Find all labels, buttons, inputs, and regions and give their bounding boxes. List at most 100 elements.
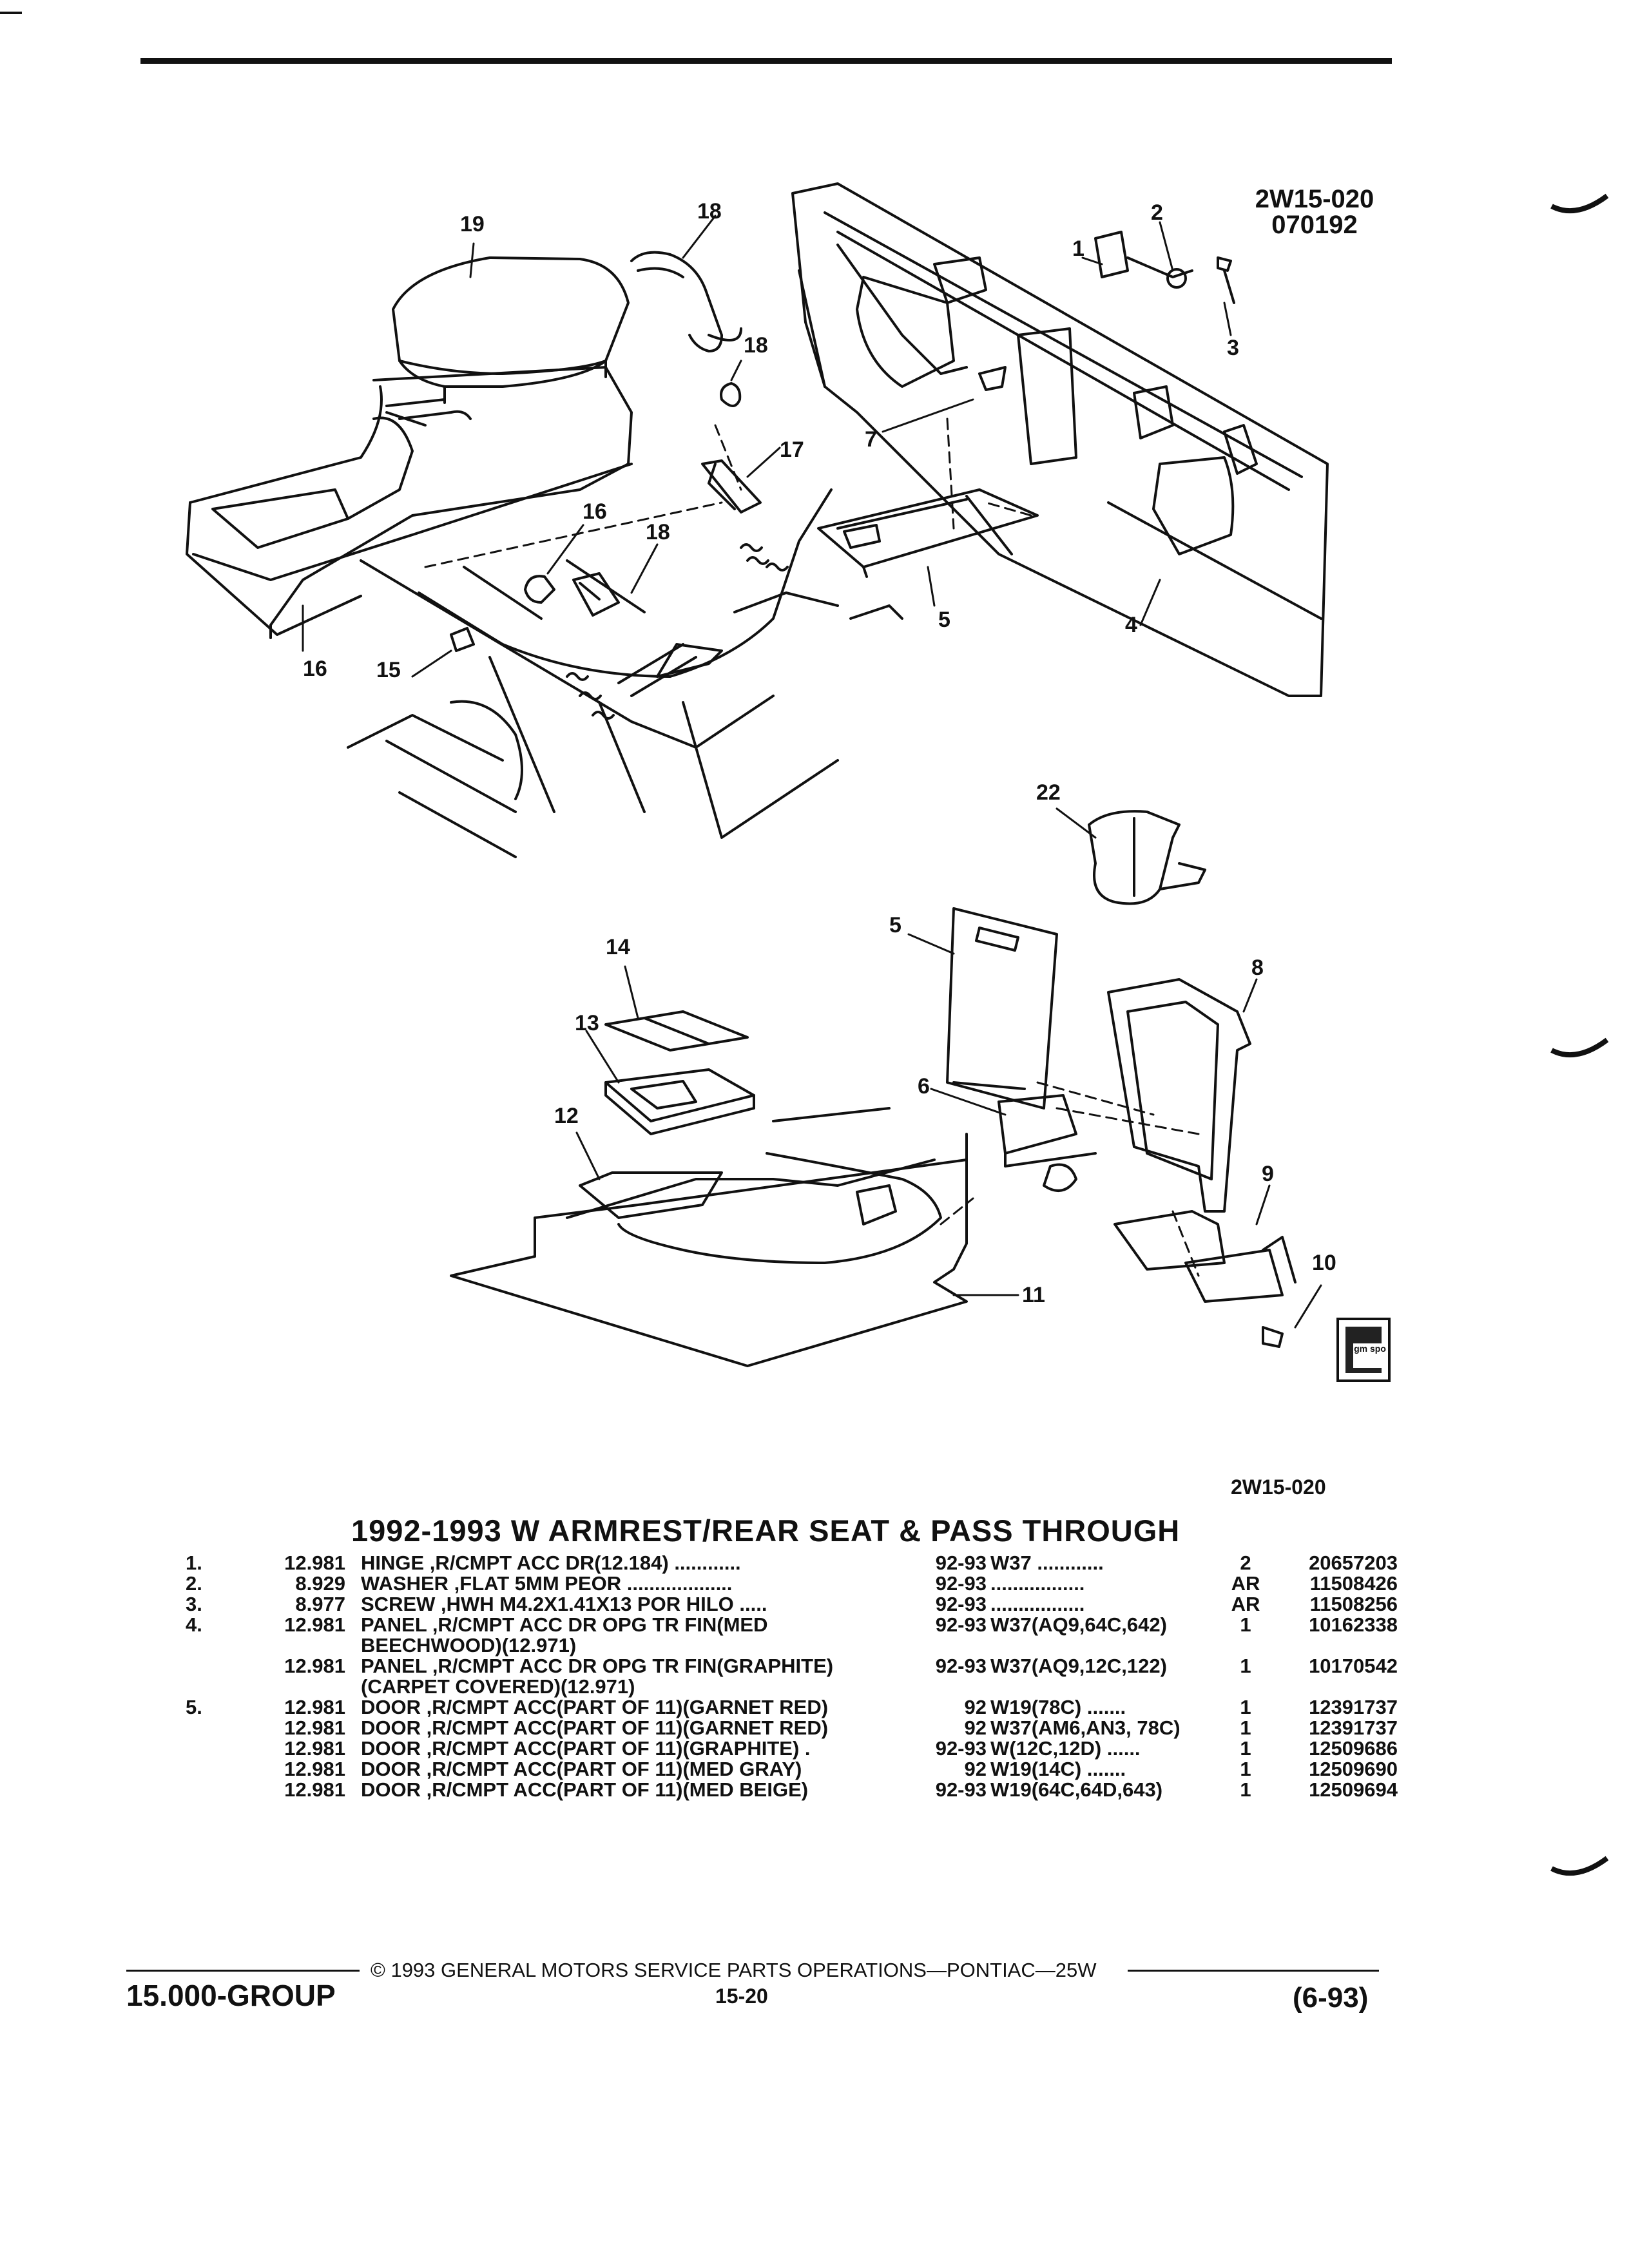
callout-13: 13 — [575, 1011, 599, 1035]
parts-cell-group: 12.981 — [284, 1716, 345, 1739]
footer-copyright: © 1993 GENERAL MOTORS SERVICE PARTS OPER… — [371, 1959, 1097, 1981]
retainer-clips — [450, 382, 762, 652]
bracket-6 — [998, 1094, 1097, 1192]
table-row: 1. 12.981 HINGE ,R/CMPT ACC DR(12.184) ...… — [186, 1553, 1402, 1573]
parts-cell-years: 92 — [964, 1716, 987, 1739]
parts-cell-part-no: 12391737 — [1309, 1696, 1398, 1718]
callout-17: 16 — [583, 499, 607, 524]
gm-spo-logo: gm spo — [1336, 1318, 1391, 1382]
parts-cell-description: PANEL ,R/CMPT ACC DR OPG TR FIN(GRAPHITE… — [361, 1655, 834, 1698]
lower-floor-panel — [450, 1107, 968, 1367]
parts-cell-qty: 1 — [1240, 1778, 1251, 1801]
parts-cell-index — [186, 1718, 235, 1738]
parts-cell-qty: AR — [1231, 1572, 1260, 1595]
parts-cell-index: 1. — [186, 1552, 202, 1574]
parts-cell-model: ................. — [990, 1572, 1085, 1595]
parts-cell-description: DOOR ,R/CMPT ACC(PART OF 11)(GRAPHITE) . — [361, 1737, 811, 1760]
parts-cell-qty: 1 — [1240, 1758, 1251, 1780]
bracket-9-10 — [1113, 1210, 1296, 1348]
parts-cell-model: W37(AM6,AN3, 78C) — [990, 1716, 1181, 1739]
margin-binding-mark — [1550, 1037, 1608, 1058]
parts-cell-group: 12.981 — [284, 1613, 345, 1636]
release-strap — [630, 251, 742, 352]
mat-14 — [604, 1010, 749, 1052]
armrest-lid — [392, 256, 630, 404]
parts-cell-model: W19(14C) ....... — [990, 1758, 1126, 1780]
callout-6: 6 — [918, 1074, 930, 1099]
parts-cell-group: 12.981 — [284, 1552, 345, 1574]
console-body — [186, 366, 633, 639]
callout-19: 18 — [744, 333, 768, 358]
top-rule — [140, 58, 1392, 64]
footer-rule-right — [1128, 1970, 1379, 1972]
trim-sleeve — [1088, 810, 1206, 905]
parts-cell-qty: 1 — [1240, 1696, 1251, 1718]
parts-cell-description: DOOR ,R/CMPT ACC(PART OF 11)(GARNET RED) — [361, 1696, 829, 1718]
assembly-lines — [424, 418, 1200, 1277]
drawing-date-code: 070192 — [1271, 211, 1358, 239]
parts-cell-index: 2. — [186, 1572, 202, 1595]
parts-cell-years: 92-93 — [935, 1737, 987, 1760]
callout-8: 8 — [1251, 956, 1264, 980]
callout-11: 11 — [1022, 1283, 1045, 1307]
callout-18-lower: 18 — [646, 520, 670, 544]
callout-5-upper: 5 — [938, 608, 950, 632]
callout-21: 19 — [460, 212, 485, 236]
parts-cell-index: 5. — [186, 1696, 202, 1718]
parts-cell-part-no: 12391737 — [1309, 1716, 1398, 1739]
door-upper — [817, 488, 1039, 578]
parts-cell-part-no: 12509690 — [1309, 1758, 1398, 1780]
frame-8 — [1107, 978, 1251, 1213]
illustration-reference-code: 2W15-020 — [1231, 1475, 1326, 1499]
parts-cell-model: W37 ............ — [990, 1552, 1104, 1574]
parts-cell-model: W19(64C,64D,643) — [990, 1778, 1163, 1801]
parts-cell-part-no: 12509694 — [1309, 1778, 1398, 1801]
parts-cell-index: 4. — [186, 1613, 202, 1636]
callout-2: 2 — [1151, 200, 1163, 225]
callout-3: 3 — [1227, 336, 1239, 360]
parts-cell-description: WASHER ,FLAT 5MM PEOR ..................… — [361, 1572, 733, 1595]
scan-mark — [0, 12, 22, 14]
parts-cell-model: W37(AQ9,12C,122) — [990, 1655, 1167, 1677]
parts-cell-description: HINGE ,R/CMPT ACC DR(12.184) ...........… — [361, 1552, 741, 1574]
footer-page-number: 15-20 — [715, 1984, 768, 2008]
parts-cell-description: DOOR ,R/CMPT ACC(PART OF 11)(MED GRAY) — [361, 1758, 802, 1780]
parts-cell-model: W(12C,12D) ...... — [990, 1737, 1141, 1760]
parts-cell-model: W19(78C) ....... — [990, 1696, 1126, 1718]
callout-14: 14 — [606, 935, 630, 959]
tray-13 — [604, 1068, 755, 1135]
callout-leaders — [302, 215, 1322, 1329]
parts-cell-model: ................. — [990, 1593, 1085, 1615]
parts-cell-index — [186, 1738, 235, 1759]
gm-spo-logo-text: gm spo — [1353, 1343, 1387, 1368]
callout-16: 16 — [303, 657, 327, 681]
callout-20: 18 — [697, 199, 722, 224]
parts-cell-index — [186, 1759, 235, 1780]
parts-cell-years: 92-93 — [935, 1593, 987, 1615]
parts-cell-years: 92-93 — [935, 1613, 987, 1636]
parts-cell-part-no: 10162338 — [1309, 1613, 1398, 1636]
parts-list-table: 1. 12.981 HINGE ,R/CMPT ACC DR(12.184) ...… — [186, 1553, 1402, 1800]
parts-cell-group: 8.929 — [295, 1572, 345, 1595]
parts-cell-group: 12.981 — [284, 1758, 345, 1780]
callout-15: 15 — [376, 658, 401, 682]
parts-cell-years: 92-93 — [935, 1552, 987, 1574]
parts-cell-years: 92-93 — [935, 1655, 987, 1677]
callout-22: 22 — [1036, 780, 1061, 805]
parts-cell-part-no: 12509686 — [1309, 1737, 1398, 1760]
table-row: 12.981 DOOR ,R/CMPT ACC(PART OF 11)(MED G… — [186, 1759, 1402, 1780]
parts-cell-qty: 1 — [1240, 1655, 1251, 1677]
parts-cell-qty: 1 — [1240, 1716, 1251, 1739]
callout-7: 7 — [865, 427, 877, 452]
parts-cell-years: 92-93 — [935, 1572, 987, 1595]
callout-9: 9 — [1262, 1162, 1274, 1186]
parts-cell-index — [186, 1656, 235, 1697]
table-row: 2. 8.929 WASHER ,FLAT 5MM PEOR ...........… — [186, 1573, 1402, 1594]
parts-cell-qty: 1 — [1240, 1737, 1251, 1760]
